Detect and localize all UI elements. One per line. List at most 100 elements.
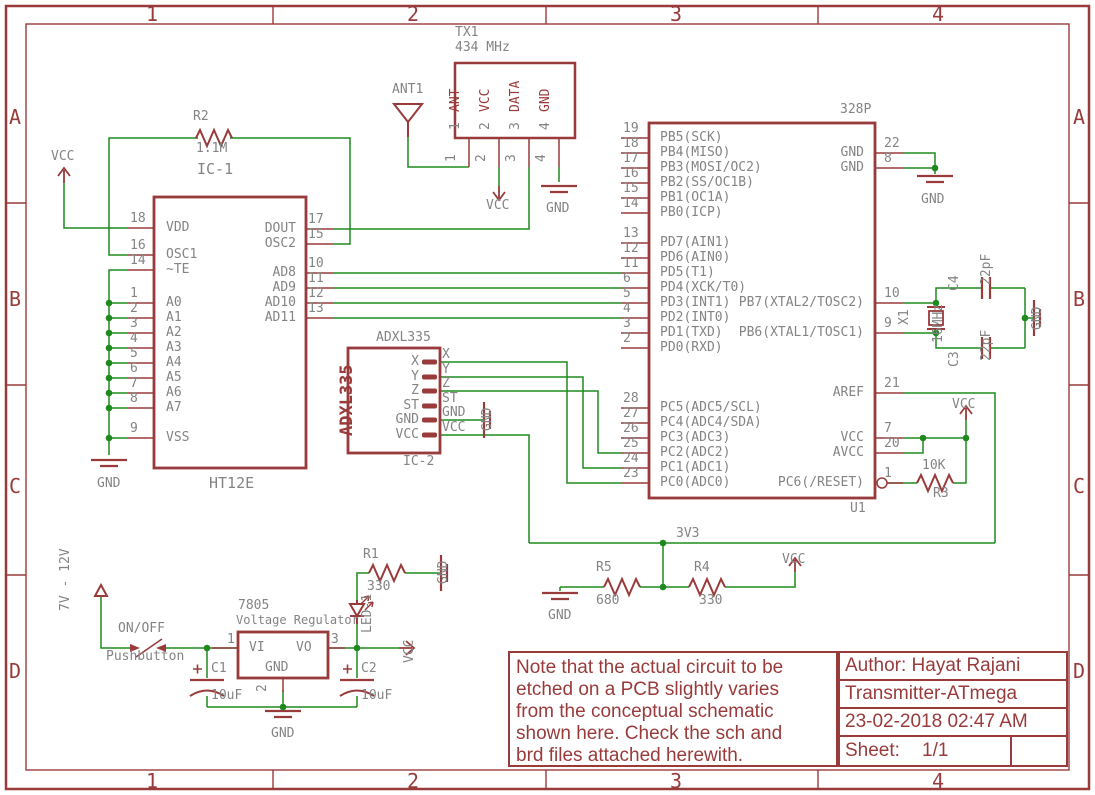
frame-row-label: C — [1073, 474, 1086, 498]
antenna-symbol — [391, 103, 425, 137]
pin-name: PB2(SS/OC1B) — [660, 175, 754, 190]
pin-name: ST — [442, 390, 458, 406]
c2-ref-label: C2 — [361, 661, 377, 676]
sheet-frame — [4, 4, 1091, 791]
pin-name: PB4(MISO) — [660, 145, 731, 160]
led-symbol — [348, 600, 366, 624]
pin-name: PC4(ADC4/SDA) — [660, 415, 762, 430]
title-datetime: 23-02-2018 02:47 AM — [840, 709, 1066, 737]
note-line: brd files attached herewith. — [516, 745, 744, 766]
pin-number: 4 — [534, 154, 549, 162]
v33-net-label: 3V3 — [676, 526, 700, 541]
pin-number: 12 — [308, 286, 324, 301]
pin-name: PD2(INT0) — [660, 310, 731, 325]
pin-name: VCC — [395, 427, 419, 442]
reset-inversion-bubble — [876, 477, 888, 489]
pin-name: PB3(MOSI/OC2) — [660, 160, 762, 175]
pin-number: 18 — [623, 136, 639, 151]
pin-name: PC6(/RESET) — [777, 475, 864, 490]
pin-name: A3 — [166, 340, 182, 355]
atmega-pin-stubs-right — [875, 152, 903, 484]
pin-name: PB6(XTAL1/TOSC1) — [738, 325, 864, 340]
supply-voltage-label: 7V - 12V — [58, 548, 73, 611]
gnd-net-label: GND — [480, 407, 495, 431]
tx1-pin-stubs — [468, 138, 560, 167]
vcc-net-label: VCC — [782, 552, 806, 567]
r3-ref-label: R3 — [933, 486, 949, 501]
pin-number: 21 — [884, 376, 900, 391]
title-block: Author: Hayat Rajani Transmitter-ATmega … — [838, 651, 1068, 767]
frame-row-label: B — [1073, 287, 1086, 311]
pin-name: GND — [538, 88, 553, 112]
pin-name: PD1(TXD) — [660, 325, 723, 340]
pin-number: 11 — [308, 271, 324, 286]
adxl-pin-pad — [422, 374, 437, 380]
adxl-pin-pad — [422, 432, 437, 438]
regulator-gnd-label: GND — [265, 660, 289, 675]
pin-number: 10 — [884, 286, 900, 301]
pin-number: 1 — [227, 632, 235, 647]
pin-name: Z — [411, 383, 419, 399]
pin-name: VCC — [840, 430, 864, 445]
tx1-value-label: 434 MHz — [455, 40, 510, 55]
frame-col-label: 1 — [146, 769, 159, 793]
pin-number: 5 — [130, 346, 138, 361]
r3-value-label: 10K — [922, 458, 946, 473]
pin-number: 15 — [623, 181, 639, 196]
ht12e-pin-stubs-right — [306, 228, 334, 319]
pin-number: 7 — [130, 376, 138, 391]
pin-number: 19 — [623, 121, 639, 136]
ht12e-ref-label: IC-1 — [197, 160, 234, 178]
led-ref-label: LED-1 — [360, 593, 375, 633]
polarized-cap-curves — [189, 689, 375, 697]
c1-value-label: 10uF — [211, 688, 243, 703]
pin-name: PD3(INT1) — [660, 295, 731, 310]
c1-ref-label: C1 — [211, 661, 227, 676]
regulator-desc-label: Voltage Regulator — [236, 613, 359, 627]
pin-number: 14 — [623, 196, 639, 211]
pin-number: 4 — [538, 122, 553, 130]
crystal-symbol — [927, 303, 945, 333]
note-line: etched on a PCB slightly varies — [516, 679, 779, 700]
pin-name: PC5(ADC5/SCL) — [660, 400, 762, 415]
pin-number: 3 — [623, 316, 631, 331]
pin-name: PD0(RXD) — [660, 340, 723, 355]
vcc-net-label: VCC — [402, 639, 417, 663]
led-emission-arrows — [360, 595, 374, 611]
title-block-divider — [1010, 737, 1012, 765]
tx1-ref-label: TX1 — [455, 25, 479, 40]
pin-name: PC0(ADC0) — [660, 475, 731, 490]
title-project: Transmitter-ATmega — [840, 681, 1066, 709]
pin-number: 6 — [130, 361, 138, 376]
x1-ref-label: X1 — [897, 309, 912, 325]
adxl-pin-pad — [422, 359, 437, 365]
pin-name: AD8 — [272, 265, 296, 280]
pin-number: 9 — [130, 421, 138, 436]
capacitor-plates — [190, 277, 992, 682]
frame-row-label: A — [1073, 105, 1086, 129]
atmega-ref-label: U1 — [850, 501, 866, 516]
adxl-label: ADXL335 — [376, 330, 431, 345]
adxl335-body — [346, 346, 442, 455]
frame-col-label: 4 — [932, 769, 945, 793]
ht12e-pin-stubs-left — [128, 227, 154, 439]
pin-number: 24 — [623, 451, 639, 466]
pin-name: OSC2 — [264, 236, 296, 251]
cap-plus-signs — [193, 664, 352, 674]
vcc-net-label: VCC — [51, 149, 75, 164]
frame-col-label: 2 — [407, 2, 420, 26]
note-box: Note that the actual circuit to be etche… — [508, 651, 838, 767]
gnd-net-label: GND — [271, 726, 295, 741]
resistor-symbols — [195, 127, 954, 598]
pin-name: A7 — [166, 400, 182, 415]
pin-number: 20 — [884, 436, 900, 451]
c3-ref-label: C3 — [947, 351, 962, 367]
pin-name: X — [442, 347, 450, 362]
gnd-net-label: GND — [97, 476, 121, 491]
switch-label: ON/OFF — [118, 621, 165, 636]
pin-number: 5 — [623, 286, 631, 301]
sheet-label: Sheet: — [845, 740, 900, 761]
pin-number: 3 — [331, 632, 339, 647]
pin-number: 18 — [130, 211, 146, 226]
